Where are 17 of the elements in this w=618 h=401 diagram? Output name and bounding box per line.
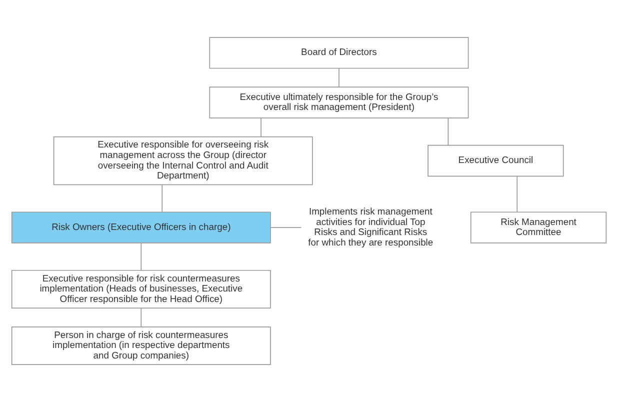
node-box: Board of Directors <box>209 36 469 68</box>
node-box: Risk Management Committee <box>470 211 607 243</box>
node-box: Executive Council <box>428 144 564 176</box>
node-box: Risk Owners (Executive Officers in charge) <box>11 211 271 243</box>
connector <box>448 117 449 146</box>
node-box: Person in charge of risk countermeasures implementation (in respective departments and Group companies) <box>11 326 271 364</box>
connector <box>162 184 163 212</box>
connector <box>140 307 142 327</box>
node-box: Executive responsible for risk countermeasures implementation (Heads of businesses, Executive Officer responsible for the Head Office) <box>11 269 271 308</box>
connector <box>260 117 262 137</box>
node-box: Executive ultimately responsible for the Group’s overall risk management (President) <box>209 86 469 118</box>
node-box: Executive responsible for overseeing risk management across the Group (director overseeing the Internal Control and Audit Department) <box>53 136 313 185</box>
connector <box>516 175 518 212</box>
connector <box>338 67 340 87</box>
connector <box>270 226 302 228</box>
node-text: Implements risk management activities for individual Top Risks and Significant Risks for which they are responsible <box>308 205 434 247</box>
connector <box>140 242 142 270</box>
